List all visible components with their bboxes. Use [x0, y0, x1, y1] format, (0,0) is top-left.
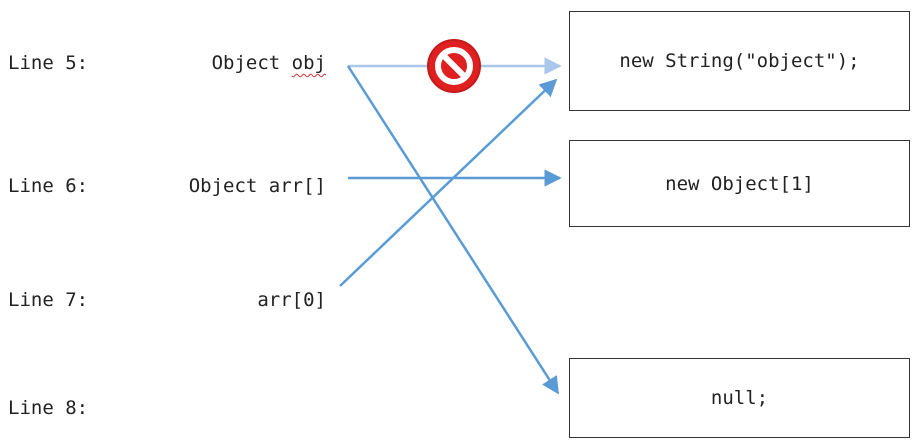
null-box: null;	[569, 358, 910, 438]
string-object-text: new String("object");	[619, 50, 860, 72]
line-6-label: Line 6:	[8, 175, 89, 197]
no-entry-icon	[427, 39, 481, 93]
object-array-text: new Object[1]	[665, 172, 814, 195]
object-array-box: new Object[1]	[569, 140, 910, 227]
line-7-label: Line 7:	[8, 289, 89, 311]
obj-declaration: Object obj	[212, 51, 326, 75]
null-text: null;	[710, 387, 769, 409]
obj-declaration-prefix: Object	[211, 52, 292, 74]
line-8-label: Line 8:	[8, 397, 89, 419]
arr-element-reference: arr[0]	[257, 289, 326, 311]
obj-variable-name: obj	[291, 52, 326, 74]
line-5-label: Line 5:	[8, 52, 89, 74]
string-object-box: new String("object");	[569, 11, 910, 111]
arr-declaration: Object arr[]	[188, 175, 326, 197]
arr0-to-string-arrow	[339, 78, 558, 287]
obj-to-null-arrow	[346, 65, 560, 395]
